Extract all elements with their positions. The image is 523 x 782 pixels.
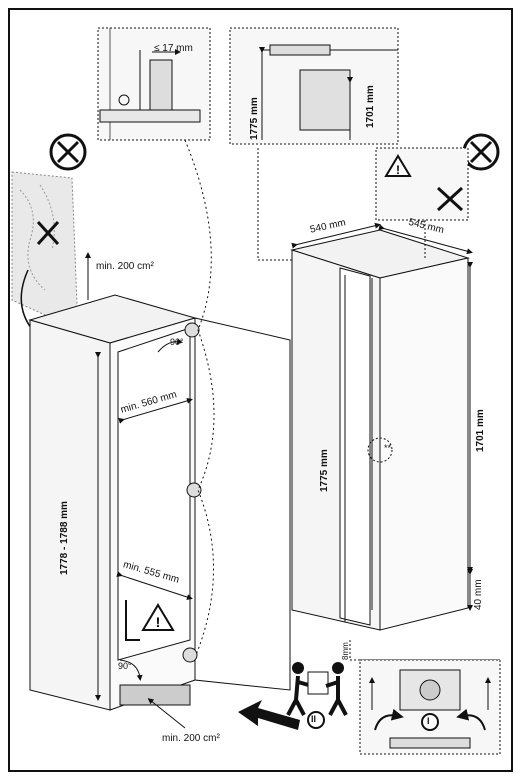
step-two-label: II: [311, 714, 317, 724]
detail-gap-box: [97, 27, 211, 141]
detail-height-box: [229, 27, 399, 145]
angle-arc-bottom: [119, 659, 143, 681]
vent-bottom-label: min. 200 cm²: [162, 733, 220, 744]
door-height-label: 1701 mm: [475, 409, 486, 452]
wood-panel: [11, 171, 79, 342]
top-inner-height-label: 1701 mm: [365, 85, 376, 128]
step-marker-2: [307, 711, 325, 729]
gap-label: ≤ 17 mm: [154, 43, 193, 54]
bottom-gap-label: 40 mm: [473, 579, 484, 610]
niche-cabinet: [28, 294, 197, 711]
warning-icon: !: [125, 600, 175, 641]
people-carrying-icon: [286, 662, 348, 716]
step-one-label: I: [427, 716, 430, 726]
step-marker-1: [421, 713, 439, 731]
appliance-height-label: 1775 mm: [319, 449, 330, 492]
angle-arc-top: [157, 338, 183, 353]
svg-text:!: !: [156, 614, 161, 630]
prohibited-icon: [462, 133, 500, 171]
side-gap-label: 8mm: [341, 642, 350, 660]
appliance: [257, 148, 500, 661]
diagram-frame: [8, 8, 513, 772]
warning-detail-box: !: [375, 147, 469, 221]
niche-height-label: 1778 - 1788 mm: [59, 501, 70, 575]
arrow-icon: [85, 252, 186, 729]
angle-top-label: 90°: [170, 337, 184, 347]
hinge-mark-label: **: [384, 443, 392, 453]
arrow-icon: [238, 700, 300, 730]
vent-top-label: min. 200 cm²: [96, 261, 154, 272]
svg-text:!: !: [396, 163, 400, 177]
angle-bottom-label: 90°: [118, 661, 132, 671]
prohibited-icon: [49, 133, 87, 171]
door-panel: [182, 139, 291, 691]
detail-step-box: [359, 659, 501, 755]
top-height-label: 1775 mm: [249, 97, 260, 140]
